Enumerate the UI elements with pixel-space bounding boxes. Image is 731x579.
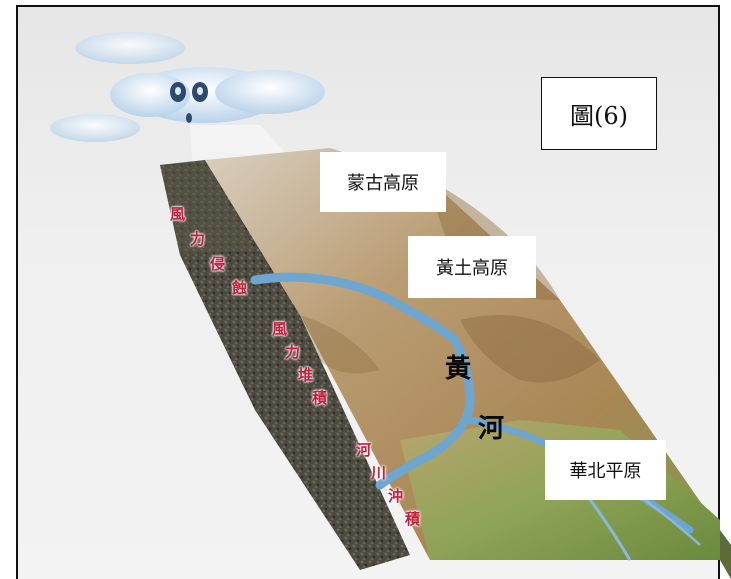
wind-cloud-group — [50, 32, 325, 142]
river-alluvium-char-1: 河 — [356, 441, 372, 459]
rock-cliff-face — [160, 160, 410, 570]
wind-erosion-char-1: 風 — [170, 205, 186, 223]
wind-deposition-char-1: 風 — [272, 320, 288, 338]
river-label-char-1: 黃 — [445, 354, 472, 384]
wind-erosion-char-3: 侵 — [210, 255, 226, 273]
north-china-plain-label: 華北平原 — [545, 440, 666, 500]
river-alluvium-char-2: 川 — [371, 464, 387, 482]
yellow-river-upper — [250, 272, 475, 490]
river-alluvium-char-4: 積 — [405, 510, 421, 528]
mongolian-plateau-label: 蒙古高原 — [320, 152, 446, 212]
wind-erosion-char-2: 力 — [190, 230, 206, 248]
wind-erosion-char-4: 蝕 — [232, 279, 248, 297]
wind-deposition-char-4: 積 — [312, 389, 328, 407]
wind-deposition-char-2: 力 — [285, 343, 301, 361]
river-label-char-2: 河 — [478, 414, 505, 444]
loess-plateau-label: 黃土高原 — [408, 236, 536, 298]
river-alluvium-char-3: 沖 — [388, 487, 404, 505]
figure-label: 圖(6) — [541, 77, 657, 150]
wind-deposition-char-3: 堆 — [298, 366, 314, 384]
